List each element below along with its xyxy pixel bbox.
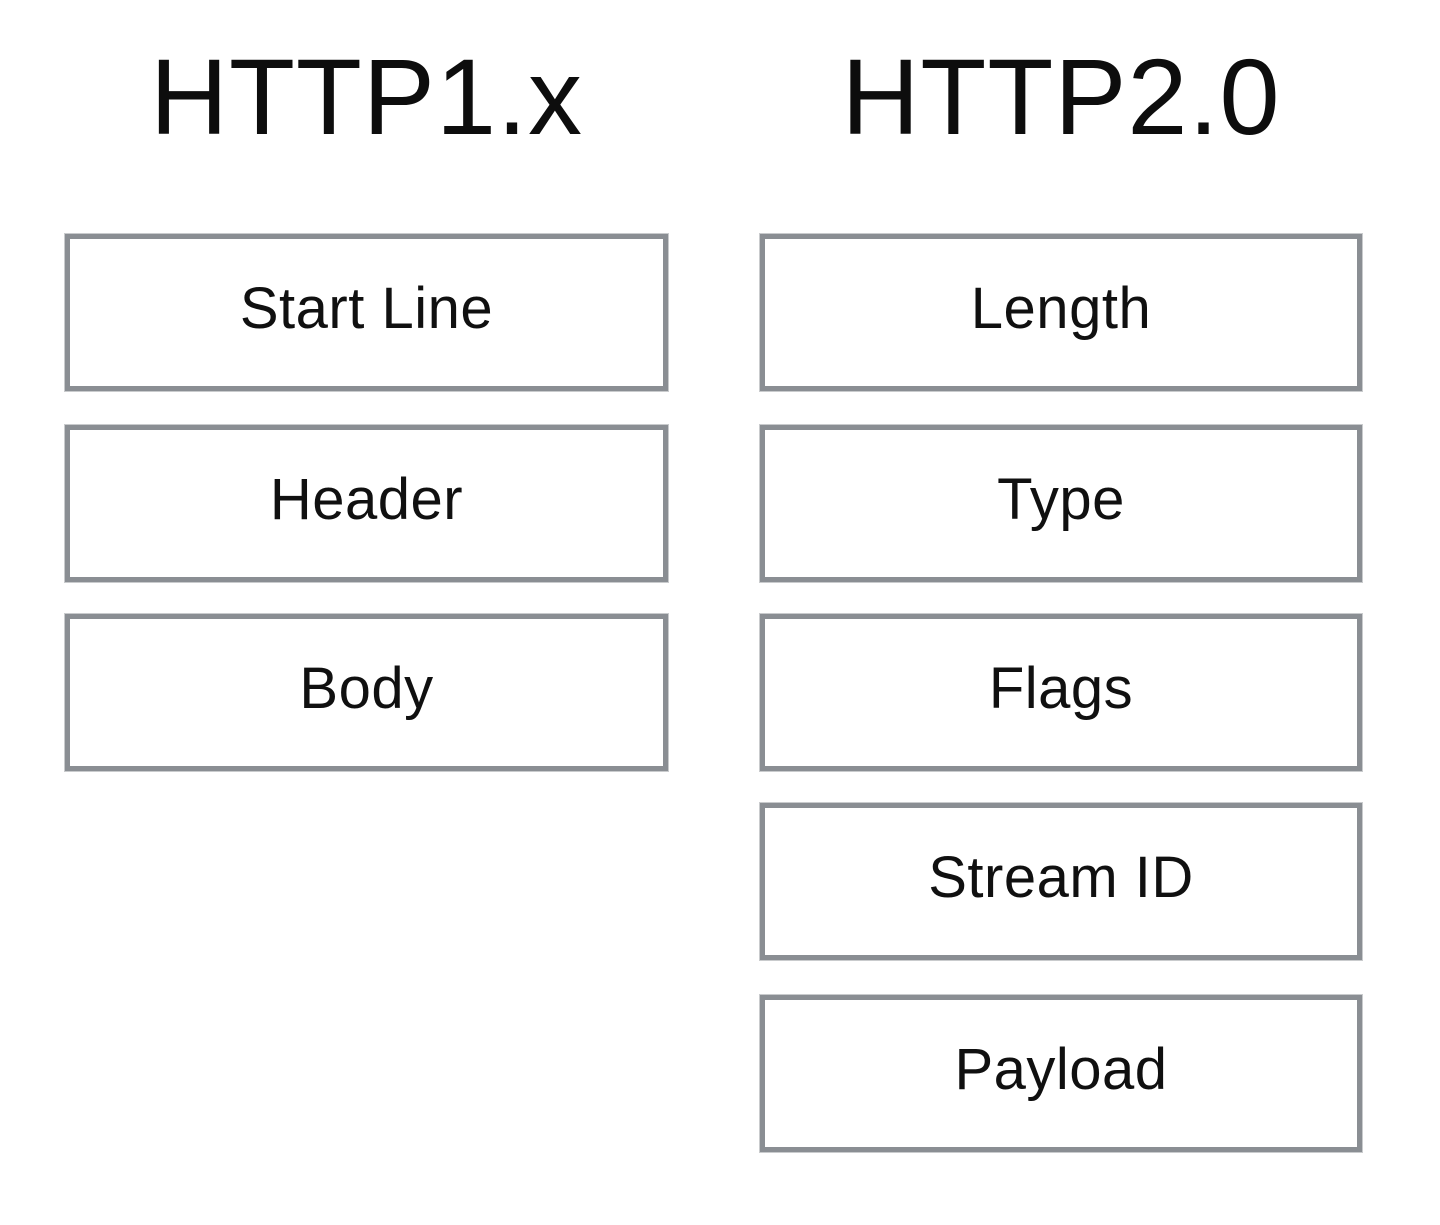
box-body: Body	[65, 614, 668, 771]
box-stream-id: Stream ID	[760, 803, 1362, 960]
box-payload-label: Payload	[954, 1037, 1168, 1102]
box-body-label: Body	[299, 656, 434, 721]
box-stream-id-label: Stream ID	[928, 845, 1194, 910]
box-header-label: Header	[269, 467, 464, 532]
box-start-line: Start Line	[65, 234, 668, 391]
box-flags: Flags	[760, 614, 1362, 771]
column-title-http20: HTTP2.0	[841, 36, 1281, 157]
box-payload: Payload	[760, 995, 1362, 1152]
box-length-label: Length	[970, 276, 1152, 341]
box-start-line-label: Start Line	[239, 276, 494, 341]
box-type-label: Type	[997, 467, 1125, 532]
box-header: Header	[65, 425, 668, 582]
box-length: Length	[760, 234, 1362, 391]
box-flags-label: Flags	[988, 656, 1134, 721]
column-title-http1x: HTTP1.x	[149, 36, 584, 157]
box-type: Type	[760, 425, 1362, 582]
